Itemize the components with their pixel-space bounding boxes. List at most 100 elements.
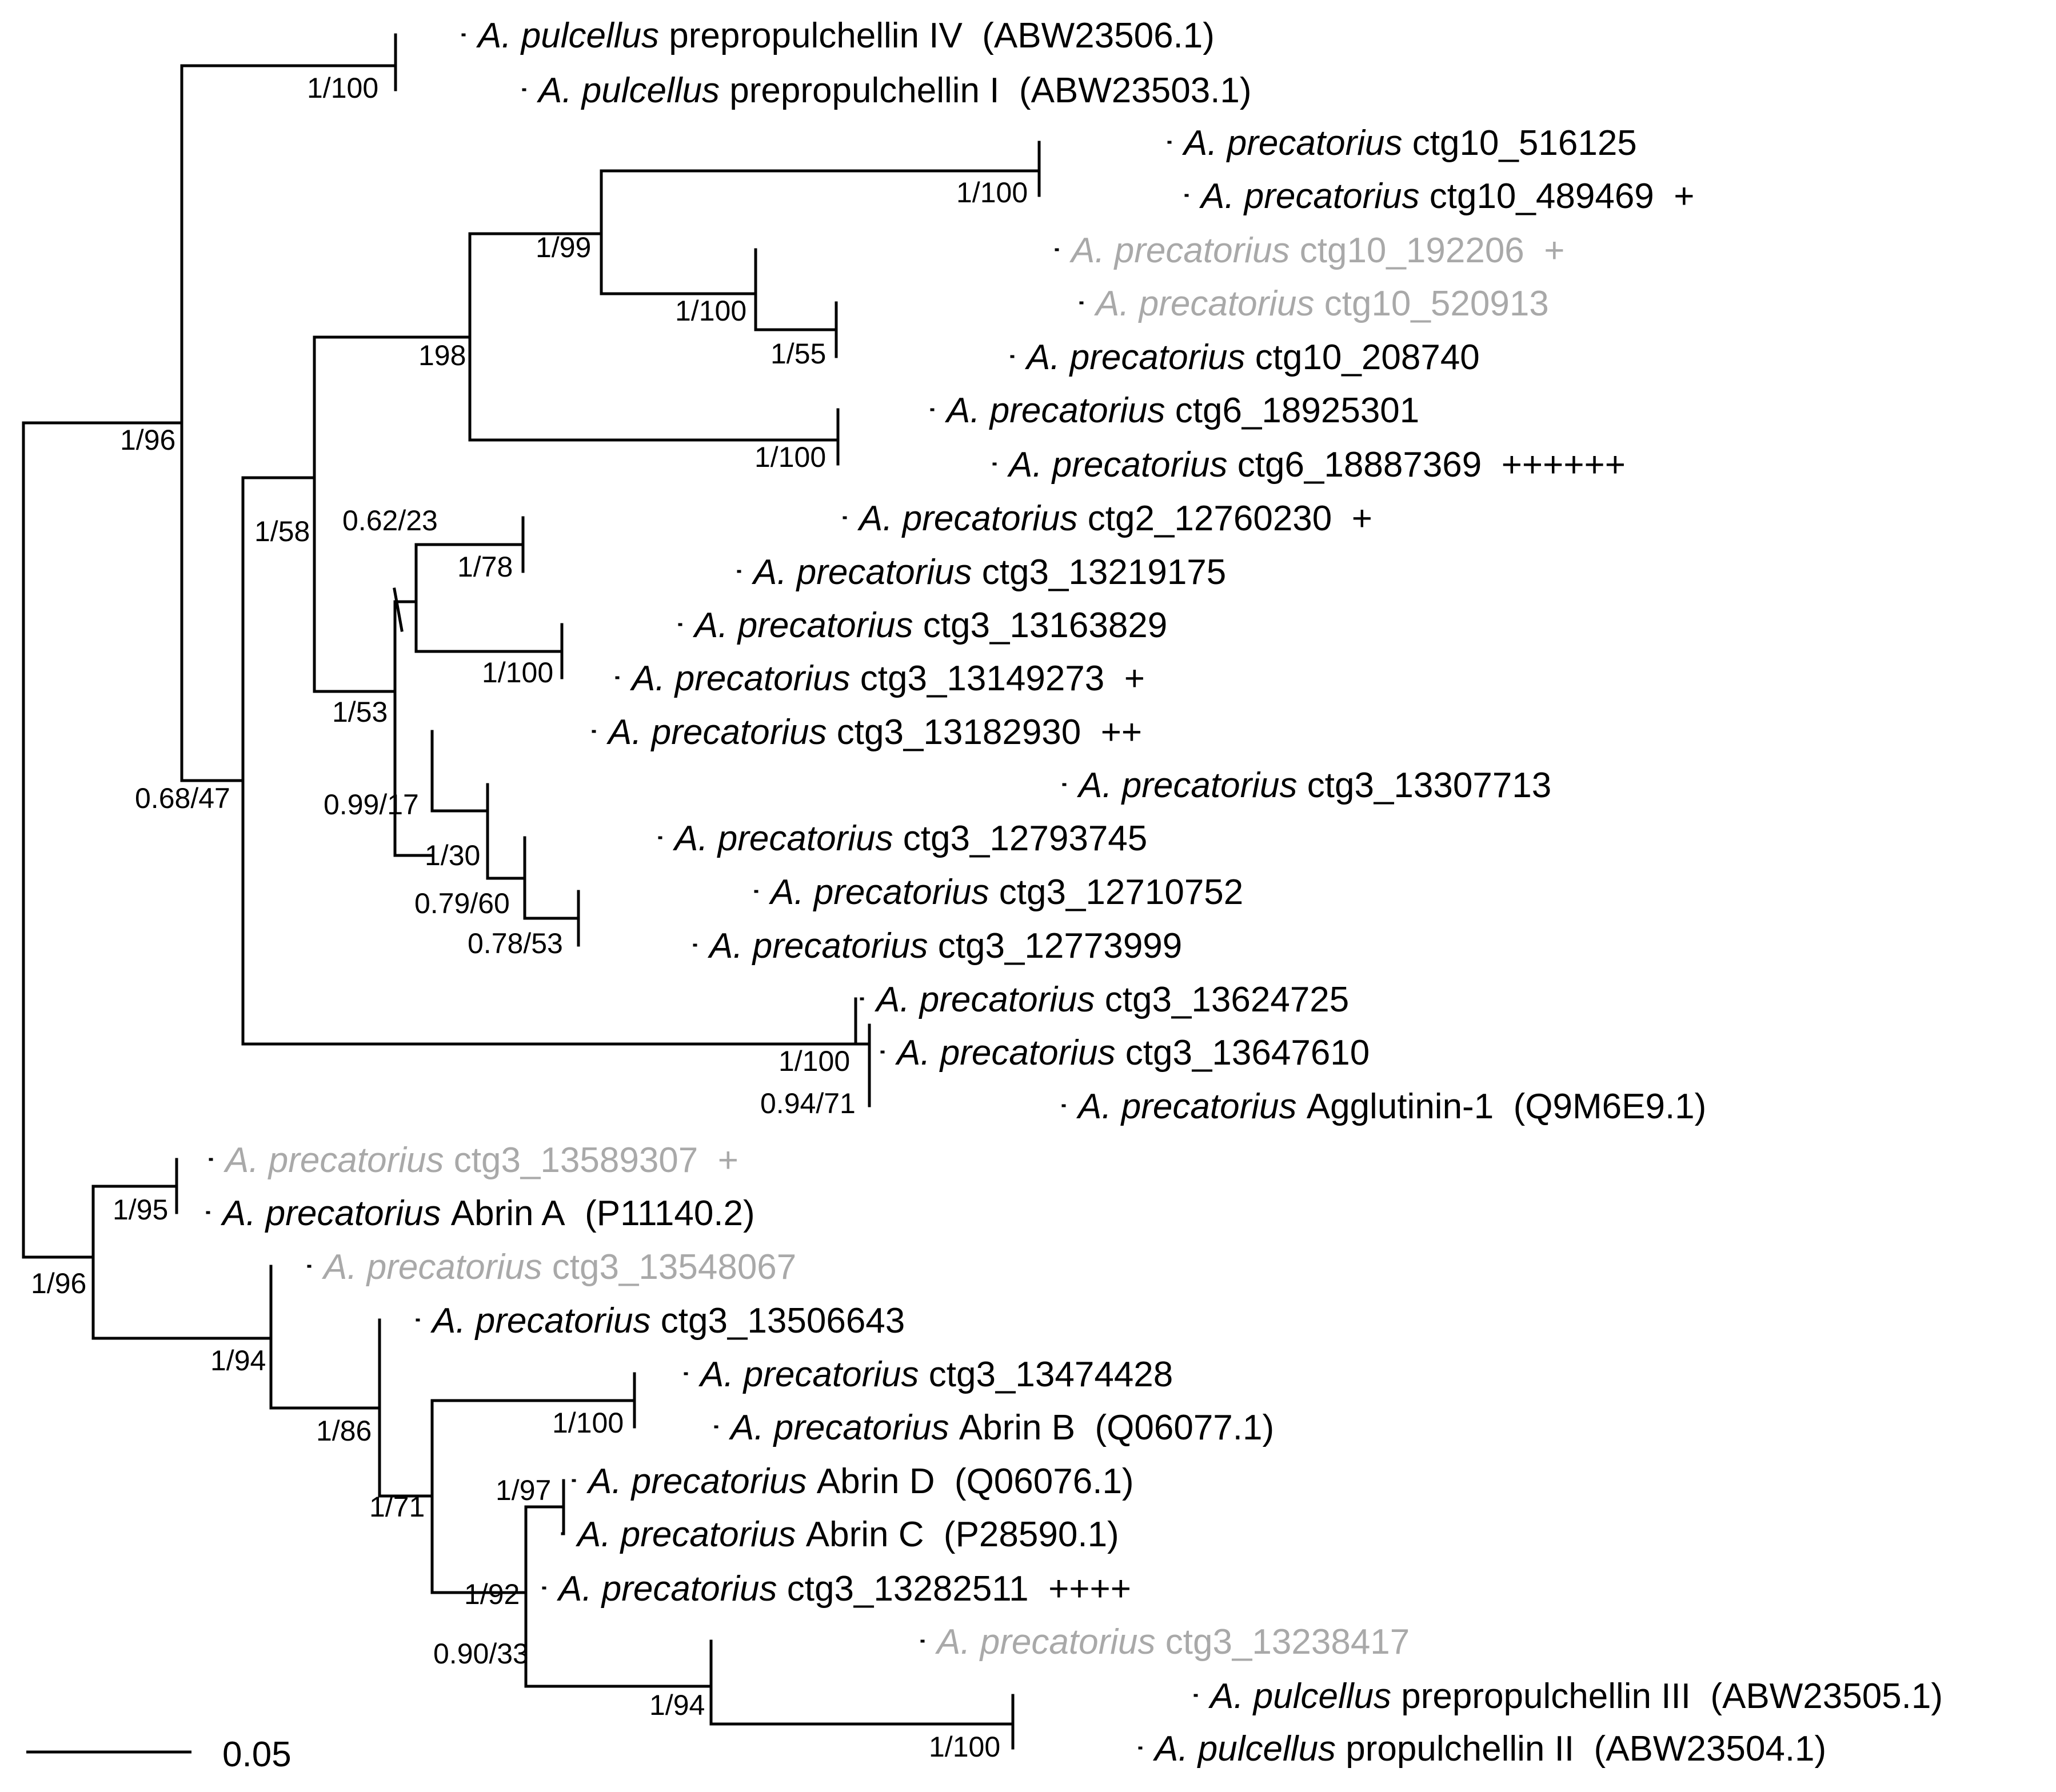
tree-branch	[393, 587, 404, 632]
support-value: 0.99/17	[324, 789, 419, 821]
taxon-plus-marks: ++++++	[1482, 445, 1626, 485]
taxon-accession: (P11140.2)	[565, 1194, 755, 1233]
taxon-sequence-name: ctg2_12760230	[1078, 499, 1332, 538]
scale-bar: 0.05	[26, 1735, 292, 1774]
taxon-label: A. precatorius ctg10_516125	[1181, 123, 1637, 163]
taxon-label: A. precatorius ctg3_13149273 +	[629, 659, 1145, 698]
taxon-genus: A. precatorius	[944, 391, 1165, 430]
support-value: 1/78	[457, 551, 513, 583]
taxon-label: A. pulcellus prepropulchellin III (ABW23…	[1208, 1677, 1943, 1716]
taxon-plus-marks: ++++	[1029, 1569, 1131, 1609]
taxon-sequence-name: ctg3_12773999	[928, 926, 1183, 966]
taxon-genus: A. precatorius	[672, 819, 893, 858]
taxon-sequence-name: Abrin C	[796, 1515, 924, 1554]
support-value: 0.79/60	[414, 887, 510, 919]
taxon-accession: (Q06076.1)	[935, 1462, 1133, 1501]
taxon-genus: A. precatorius	[1007, 445, 1228, 485]
taxon-genus: A. precatorius	[698, 1355, 919, 1394]
support-value: 0.90/33	[433, 1638, 529, 1670]
taxon-label: A. precatorius ctg3_13474428	[698, 1355, 1173, 1394]
scale-bar-label: 0.05	[222, 1735, 292, 1774]
support-value: 198	[418, 339, 466, 371]
taxon-sequence-name: Agglutinin-1	[1297, 1087, 1494, 1126]
support-value: 1/86	[316, 1415, 372, 1447]
taxon-label: A. precatorius ctg10_208740	[1024, 338, 1480, 377]
taxon-label: A. precatorius Agglutinin-1 (Q9M6E9.1)	[1076, 1087, 1706, 1126]
taxon-label: A. precatorius ctg3_13624725	[874, 980, 1349, 1019]
taxon-genus: A. pulcellus	[536, 71, 720, 110]
taxon-genus: A. precatorius	[556, 1569, 777, 1609]
tree-branches	[22, 33, 1198, 1750]
taxon-genus: A. pulcellus	[476, 16, 659, 55]
taxon-label: A. precatorius ctg3_13647610	[895, 1033, 1370, 1073]
taxon-sequence-name: ctg3_12710752	[989, 873, 1244, 912]
taxon-accession: (ABW23505.1)	[1691, 1677, 1943, 1716]
taxon-genus: A. precatorius	[874, 980, 1095, 1019]
taxon-sequence-name: ctg3_13624725	[1095, 980, 1350, 1019]
taxon-sequence-name: ctg3_13149273	[851, 659, 1105, 698]
taxon-sequence-name: ctg3_13506643	[651, 1301, 905, 1341]
support-value: 1/55	[770, 338, 826, 370]
taxon-sequence-name: ctg6_18925301	[1165, 391, 1420, 430]
taxon-label: A. precatorius ctg3_12793745	[672, 819, 1147, 858]
taxon-sequence-name: ctg10_489469	[1420, 177, 1654, 216]
taxon-sequence-name: ctg3_12793745	[893, 819, 1148, 858]
taxon-label: A. precatorius ctg10_520913	[1093, 284, 1549, 323]
taxon-plus-marks: ++	[1081, 713, 1142, 752]
taxon-label: A. precatorius ctg3_13163829	[692, 606, 1167, 645]
taxon-sequence-name: ctg3_13238417	[1156, 1622, 1410, 1662]
taxon-label: A. precatorius ctg3_13182930 ++	[606, 713, 1142, 752]
taxon-genus: A. precatorius	[430, 1301, 651, 1341]
taxon-sequence-name: Abrin A	[441, 1194, 566, 1233]
taxon-sequence-name: ctg10_192206	[1290, 231, 1524, 270]
support-value: 1/95	[113, 1194, 168, 1226]
support-value: 1/96	[120, 424, 175, 456]
taxon-accession: (ABW23506.1)	[963, 16, 1215, 55]
taxon-sequence-name: ctg3_13307713	[1298, 766, 1552, 805]
taxon-genus: A. precatorius	[1199, 177, 1420, 216]
support-value: 1/71	[369, 1491, 425, 1523]
taxon-label: A. precatorius ctg3_13219175	[751, 553, 1226, 592]
taxon-label: A. precatorius ctg6_18887369 ++++++	[1007, 445, 1626, 485]
taxon-label: A. precatorius ctg3_13548067	[321, 1247, 796, 1287]
taxon-labels: A. pulcellus prepropulchellin IV (ABW235…	[220, 16, 1943, 1769]
taxon-label: A. precatorius ctg3_12710752	[768, 873, 1243, 912]
support-value: 1/100	[956, 177, 1028, 209]
support-value: 1/97	[496, 1474, 551, 1506]
taxon-genus: A. precatorius	[751, 553, 972, 592]
taxon-sequence-name: prepropulchellin I	[720, 71, 999, 110]
taxon-genus: A. precatorius	[575, 1515, 796, 1554]
taxon-label: A. precatorius ctg3_13506643	[430, 1301, 905, 1341]
support-value: 1/58	[254, 515, 310, 547]
taxon-accession: (P28590.1)	[924, 1515, 1119, 1554]
support-value: 1/96	[31, 1267, 86, 1299]
taxon-sequence-name: ctg3_13548067	[542, 1247, 797, 1287]
taxon-accession: (ABW23504.1)	[1574, 1729, 1826, 1769]
taxon-label: A. precatorius Abrin B (Q06077.1)	[728, 1408, 1274, 1447]
taxon-label: A. precatorius ctg2_12760230 +	[857, 499, 1372, 538]
taxon-label: A. precatorius Abrin C (P28590.1)	[575, 1515, 1119, 1554]
taxon-genus: A. precatorius	[223, 1141, 444, 1180]
taxon-accession: (Q06077.1)	[1075, 1408, 1274, 1447]
support-value: 1/100	[929, 1731, 1000, 1763]
taxon-genus: A. precatorius	[728, 1408, 949, 1447]
taxon-label: A. precatorius ctg10_489469 +	[1199, 177, 1694, 216]
taxon-genus: A. precatorius	[321, 1247, 542, 1287]
taxon-genus: A. precatorius	[586, 1462, 807, 1501]
taxon-sequence-name: ctg10_520913	[1315, 284, 1549, 323]
taxon-sequence-name: ctg10_516125	[1403, 123, 1637, 163]
taxon-label: A. precatorius Abrin D (Q06076.1)	[586, 1462, 1134, 1501]
taxon-label: A. precatorius ctg10_192206 +	[1069, 231, 1564, 270]
taxon-genus: A. precatorius	[1076, 1087, 1297, 1126]
support-value: 0.68/47	[135, 782, 230, 814]
taxon-sequence-name: ctg3_13647610	[1116, 1033, 1370, 1073]
taxon-sequence-name: ctg10_208740	[1245, 338, 1480, 377]
taxon-genus: A. precatorius	[895, 1033, 1116, 1073]
taxon-sequence-name: ctg3_13219175	[972, 553, 1227, 592]
taxon-sequence-name: propulchellin II	[1336, 1729, 1574, 1769]
taxon-sequence-name: ctg3_13474428	[919, 1355, 1173, 1394]
taxon-label: A. precatorius ctg3_13282511 ++++	[556, 1569, 1131, 1609]
taxon-sequence-name: prepropulchellin III	[1391, 1677, 1691, 1716]
support-value: 1/53	[332, 696, 388, 728]
